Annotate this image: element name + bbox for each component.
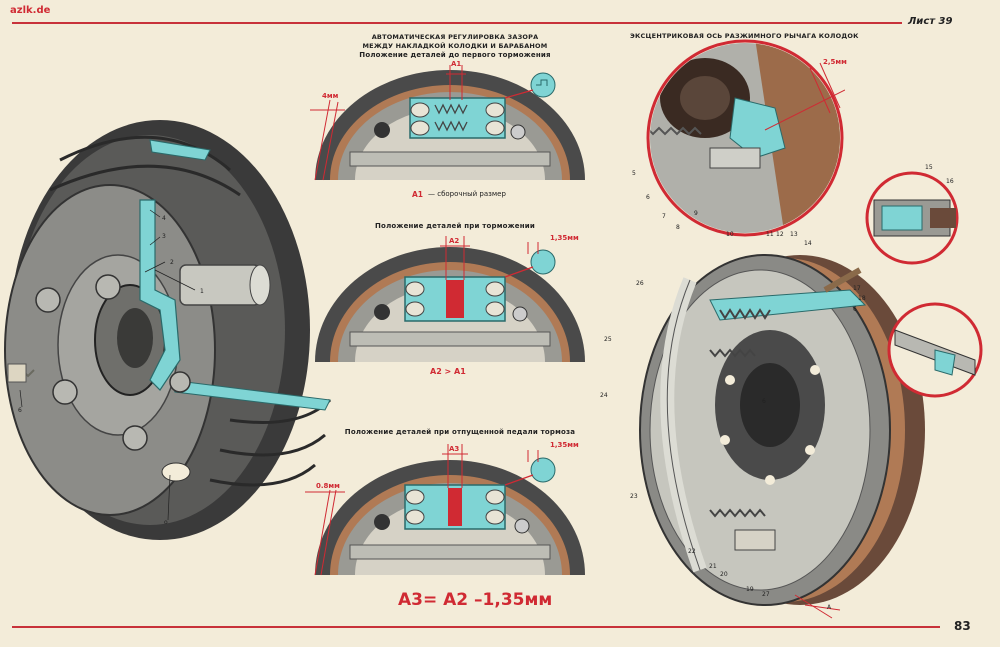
callout-r-16: 16 bbox=[946, 178, 954, 185]
fig1-note-symbol: A1 bbox=[412, 190, 424, 199]
fig2-title: Положение деталей при торможении bbox=[375, 222, 535, 230]
callout-r-25: 25 bbox=[604, 336, 612, 343]
callout-r-27: 27 bbox=[762, 591, 770, 598]
callout-tr-9: 9 bbox=[694, 210, 698, 217]
callout-r-22: 22 bbox=[688, 548, 696, 555]
watermark: azlk.de bbox=[10, 5, 51, 16]
middle-title-line1: АВТОМАТИЧЕСКАЯ РЕГУЛИРОВКА ЗАЗОРА bbox=[371, 33, 539, 41]
callout-3: 3 bbox=[162, 233, 166, 240]
callout-r-17: 17 bbox=[853, 285, 861, 292]
fig3-title: Положение деталей при отпущенной педали … bbox=[344, 428, 576, 436]
callout-r-19: 19 bbox=[746, 586, 754, 593]
callout-r-20: 20 bbox=[720, 571, 728, 578]
bottom-marker-a: A bbox=[827, 604, 832, 611]
sheet-label: Лист 39 bbox=[908, 16, 953, 27]
callout-tr-6: 6 bbox=[646, 194, 650, 201]
footer-rule bbox=[12, 626, 940, 628]
callout-tr-5: 5 bbox=[632, 170, 636, 177]
figure-pedal-released bbox=[305, 444, 585, 576]
callout-4: 4 bbox=[162, 215, 166, 222]
callout-o: о bbox=[164, 519, 168, 526]
callout-r-18: 18 bbox=[858, 295, 866, 302]
fig1-note-text: — сборочный размер bbox=[428, 190, 506, 198]
fig2-dimension: 1,35мм bbox=[550, 234, 579, 242]
fig3-dimension-right: 1,35мм bbox=[550, 441, 579, 449]
callout-r-21: 21 bbox=[709, 563, 717, 570]
fig1-dimension: 4мм bbox=[322, 92, 339, 100]
figure-during-braking bbox=[315, 236, 585, 362]
callout-1: 1 bbox=[200, 288, 204, 295]
callout-r-14: 14 bbox=[804, 240, 812, 247]
formula: A3= A2 –1,35мм bbox=[398, 590, 553, 610]
callout-r-6b: 6 bbox=[762, 398, 766, 405]
callout-6: 6 bbox=[18, 407, 22, 414]
callout-r-23: 23 bbox=[630, 493, 638, 500]
callout-r-13: 13 bbox=[790, 231, 798, 238]
fig2-a-label: A2 bbox=[449, 237, 460, 245]
callout-r-11: 11 bbox=[766, 231, 774, 238]
callout-r-15: 15 bbox=[925, 164, 933, 171]
callout-r-6a: 6 bbox=[853, 306, 857, 313]
callout-tr-7: 7 bbox=[662, 213, 666, 220]
figure-before-first-braking bbox=[310, 65, 585, 181]
callout-2: 2 bbox=[170, 259, 174, 266]
callout-r-12: 12 bbox=[776, 231, 784, 238]
fig3-dimension-left: 0.8мм bbox=[316, 482, 340, 490]
eccentric-axle-detail bbox=[646, 39, 845, 237]
shoe-edge-detail-circle bbox=[887, 302, 983, 398]
middle-title-line3: Положение деталей до первого торможения bbox=[359, 51, 551, 59]
right-dimension: 2,5мм bbox=[823, 58, 847, 66]
callout-tr-10: 10 bbox=[726, 231, 734, 238]
right-title: ЭКСЦЕНТРИКОВАЯ ОСЬ РАЗЖИМНОГО РЫЧАГА КОЛ… bbox=[630, 32, 859, 40]
fig3-a-label: A3 bbox=[449, 445, 460, 453]
header-rule bbox=[12, 22, 902, 24]
adjuster-detail-circle bbox=[865, 171, 959, 265]
fig2-relation: A2 > A1 bbox=[430, 367, 466, 376]
fig1-a-label: A1 bbox=[451, 60, 462, 68]
middle-title-line2: МЕЖДУ НАКЛАДКОЙ КОЛОДКИ И БАРАБАНОМ bbox=[362, 42, 548, 50]
callout-tr-8: 8 bbox=[676, 224, 680, 231]
page-number: 83 bbox=[954, 619, 971, 633]
callout-r-24: 24 bbox=[600, 392, 608, 399]
brake-drum-cutaway-illustration bbox=[4, 120, 332, 540]
brake-shoe-assembly-illustration bbox=[639, 254, 925, 619]
callout-r-26: 26 bbox=[636, 280, 644, 287]
